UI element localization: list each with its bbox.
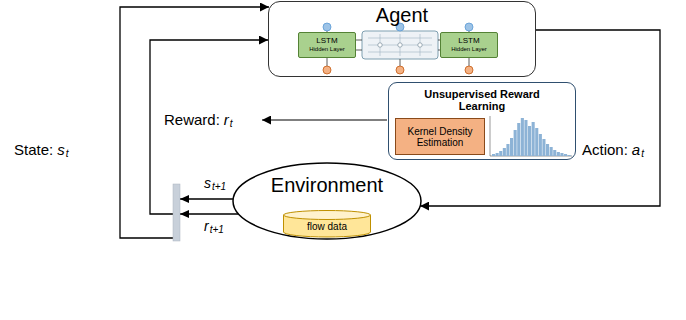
histogram-axis bbox=[490, 116, 491, 156]
histogram-bar bbox=[550, 147, 553, 156]
cell-link bbox=[356, 40, 440, 50]
signal-label: a bbox=[632, 142, 640, 157]
agent-box: AgentLSTMHidden LayerLSTMHidden Layer bbox=[268, 1, 536, 77]
subscript: t bbox=[641, 149, 644, 159]
signal-label: s bbox=[204, 176, 211, 190]
input-node bbox=[396, 66, 404, 74]
histogram-bar bbox=[553, 150, 556, 156]
histogram-bar bbox=[557, 152, 560, 156]
gate-symbol bbox=[398, 43, 402, 47]
histogram-bar bbox=[503, 148, 506, 156]
histogram-bar bbox=[542, 139, 545, 156]
histogram-bar bbox=[564, 154, 567, 156]
cell-wiring bbox=[368, 34, 432, 56]
subscript: t bbox=[66, 149, 69, 159]
hidden-output bbox=[323, 23, 331, 31]
node-subtitle: Hidden Layer bbox=[441, 46, 497, 53]
node-title: Unsupervised Reward Learning bbox=[412, 83, 552, 112]
input-node bbox=[323, 66, 331, 74]
input-node bbox=[465, 66, 473, 74]
histogram-bar bbox=[560, 153, 563, 156]
signal-label: Reward: bbox=[164, 112, 220, 127]
node-subtitle: Hidden Layer bbox=[299, 46, 355, 53]
merge-bar bbox=[173, 184, 180, 241]
histogram-bar bbox=[532, 122, 535, 156]
histogram-bar bbox=[539, 134, 542, 156]
histogram-bar bbox=[496, 153, 499, 156]
node-title: flow data bbox=[283, 210, 371, 232]
signal-label: s bbox=[57, 142, 65, 157]
flow-data-cylinder: flow data bbox=[283, 210, 371, 237]
histogram-bar bbox=[524, 120, 527, 156]
lstm-hidden-layer: LSTMHidden Layer bbox=[298, 32, 356, 58]
signal-label: State: bbox=[14, 142, 53, 157]
histogram-bar bbox=[506, 144, 509, 156]
subscript: t+1 bbox=[212, 182, 226, 192]
node-title: Environment bbox=[232, 162, 422, 196]
histogram-bar bbox=[568, 155, 571, 156]
histogram bbox=[490, 116, 572, 156]
hidden-output bbox=[465, 23, 473, 31]
signal-label: r bbox=[224, 112, 229, 127]
node-title: Kernel Density Estimation bbox=[399, 119, 481, 148]
arrowhead bbox=[180, 195, 189, 203]
environment-ellipse: Environment flow data bbox=[232, 162, 422, 240]
reward-learning-box: Unsupervised Reward LearningKernel Densi… bbox=[388, 82, 576, 160]
lstm-memory-cell bbox=[362, 31, 438, 59]
arrowhead bbox=[180, 210, 189, 218]
histogram-bar bbox=[510, 138, 513, 156]
histogram-bar bbox=[546, 144, 549, 156]
histogram-bar bbox=[528, 126, 531, 156]
lstm-hidden-layer: LSTMHidden Layer bbox=[440, 32, 498, 58]
ellipse-outline bbox=[233, 163, 421, 239]
histogram-bar bbox=[535, 128, 538, 156]
gate-symbol bbox=[418, 43, 422, 47]
node-title: LSTM bbox=[299, 33, 355, 46]
subscript: t+1 bbox=[210, 225, 224, 235]
signal-label: Action: bbox=[582, 142, 628, 157]
gate-symbol bbox=[378, 43, 382, 47]
node-title: Agent bbox=[269, 2, 535, 26]
histogram-bar bbox=[499, 151, 502, 156]
histogram-bar bbox=[514, 130, 517, 156]
reward-arrow bbox=[262, 119, 387, 120]
histogram-bar bbox=[521, 118, 524, 156]
histogram-bar bbox=[492, 154, 495, 156]
cylinder-top bbox=[284, 211, 371, 220]
kde-box: Kernel Density Estimation bbox=[395, 118, 485, 155]
subscript: t bbox=[230, 119, 233, 129]
node-title: LSTM bbox=[441, 33, 497, 46]
signal-label: r bbox=[204, 219, 209, 233]
histogram-bar bbox=[517, 123, 520, 156]
